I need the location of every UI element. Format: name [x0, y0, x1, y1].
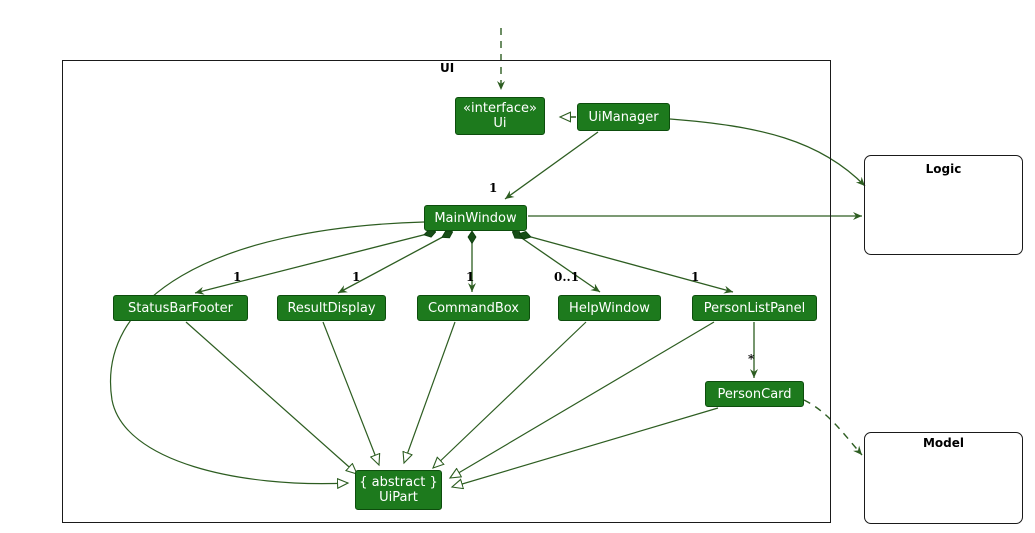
- class-statusbarfooter[interactable]: StatusBarFooter: [113, 295, 248, 321]
- class-commandbox-name: CommandBox: [428, 300, 519, 316]
- multiplicity-personlistpanel-personcard: *: [748, 352, 755, 366]
- package-model[interactable]: [864, 432, 1023, 524]
- class-personlistpanel[interactable]: PersonListPanel: [692, 295, 817, 321]
- package-logic[interactable]: [864, 155, 1023, 255]
- class-uimanager[interactable]: UiManager: [577, 103, 670, 131]
- multiplicity-mainwindow-statusbarfooter: 1: [233, 270, 242, 284]
- package-model-label: Model: [922, 436, 965, 450]
- multiplicity-mainwindow-personlistpanel: 1: [691, 270, 700, 284]
- edge-helpwindow-to-uipart: [433, 321, 587, 468]
- package-ui-frame: [62, 60, 831, 523]
- class-mainwindow[interactable]: MainWindow: [424, 205, 527, 231]
- class-ui-interface-stereotype: «interface»: [463, 101, 537, 116]
- class-helpwindow-name: HelpWindow: [569, 300, 650, 316]
- edge-uimanager-to-logic: [669, 118, 866, 187]
- edge-mainwindow-to-personlistpanel: [520, 234, 734, 292]
- class-personcard-name: PersonCard: [717, 386, 792, 402]
- class-helpwindow[interactable]: HelpWindow: [558, 295, 661, 321]
- edge-statusbarfooter-to-uipart: [185, 321, 357, 474]
- class-uipart-name: UiPart: [379, 490, 418, 505]
- class-ui-interface[interactable]: «interface» Ui: [455, 97, 545, 135]
- multiplicity-mainwindow-commandbox: 1: [466, 270, 475, 284]
- edge-mainwindow-to-uipart: [110, 221, 425, 484]
- class-personlistpanel-name: PersonListPanel: [703, 300, 806, 316]
- edge-personcard-to-model: [803, 399, 863, 456]
- multiplicity-uimanager-mainwindow: 1: [489, 181, 498, 195]
- class-resultdisplay[interactable]: ResultDisplay: [277, 295, 386, 321]
- class-statusbarfooter-name: StatusBarFooter: [127, 300, 233, 316]
- class-uipart[interactable]: { abstract } UiPart: [355, 470, 442, 510]
- edge-resultdisplay-to-uipart: [322, 321, 379, 465]
- class-uimanager-name: UiManager: [588, 109, 659, 125]
- edge-uimanager-to-mainwindow: [504, 131, 599, 200]
- class-commandbox[interactable]: CommandBox: [417, 295, 530, 321]
- edge-personlistpanel-to-uipart: [450, 321, 715, 478]
- edge-mainwindow-to-resultdisplay: [337, 232, 452, 294]
- multiplicity-mainwindow-helpwindow: 0..1: [554, 270, 580, 284]
- multiplicity-mainwindow-resultdisplay: 1: [352, 270, 361, 284]
- class-uipart-stereotype: { abstract }: [359, 475, 438, 490]
- class-mainwindow-name: MainWindow: [434, 210, 517, 226]
- package-ui-label: UI: [437, 61, 458, 75]
- class-personcard[interactable]: PersonCard: [705, 381, 804, 407]
- edge-commandbox-to-uipart: [404, 321, 456, 463]
- class-ui-interface-name: Ui: [493, 116, 507, 131]
- package-logic-label: Logic: [925, 162, 962, 176]
- edge-personcard-to-uipart: [452, 407, 719, 487]
- class-resultdisplay-name: ResultDisplay: [287, 300, 376, 316]
